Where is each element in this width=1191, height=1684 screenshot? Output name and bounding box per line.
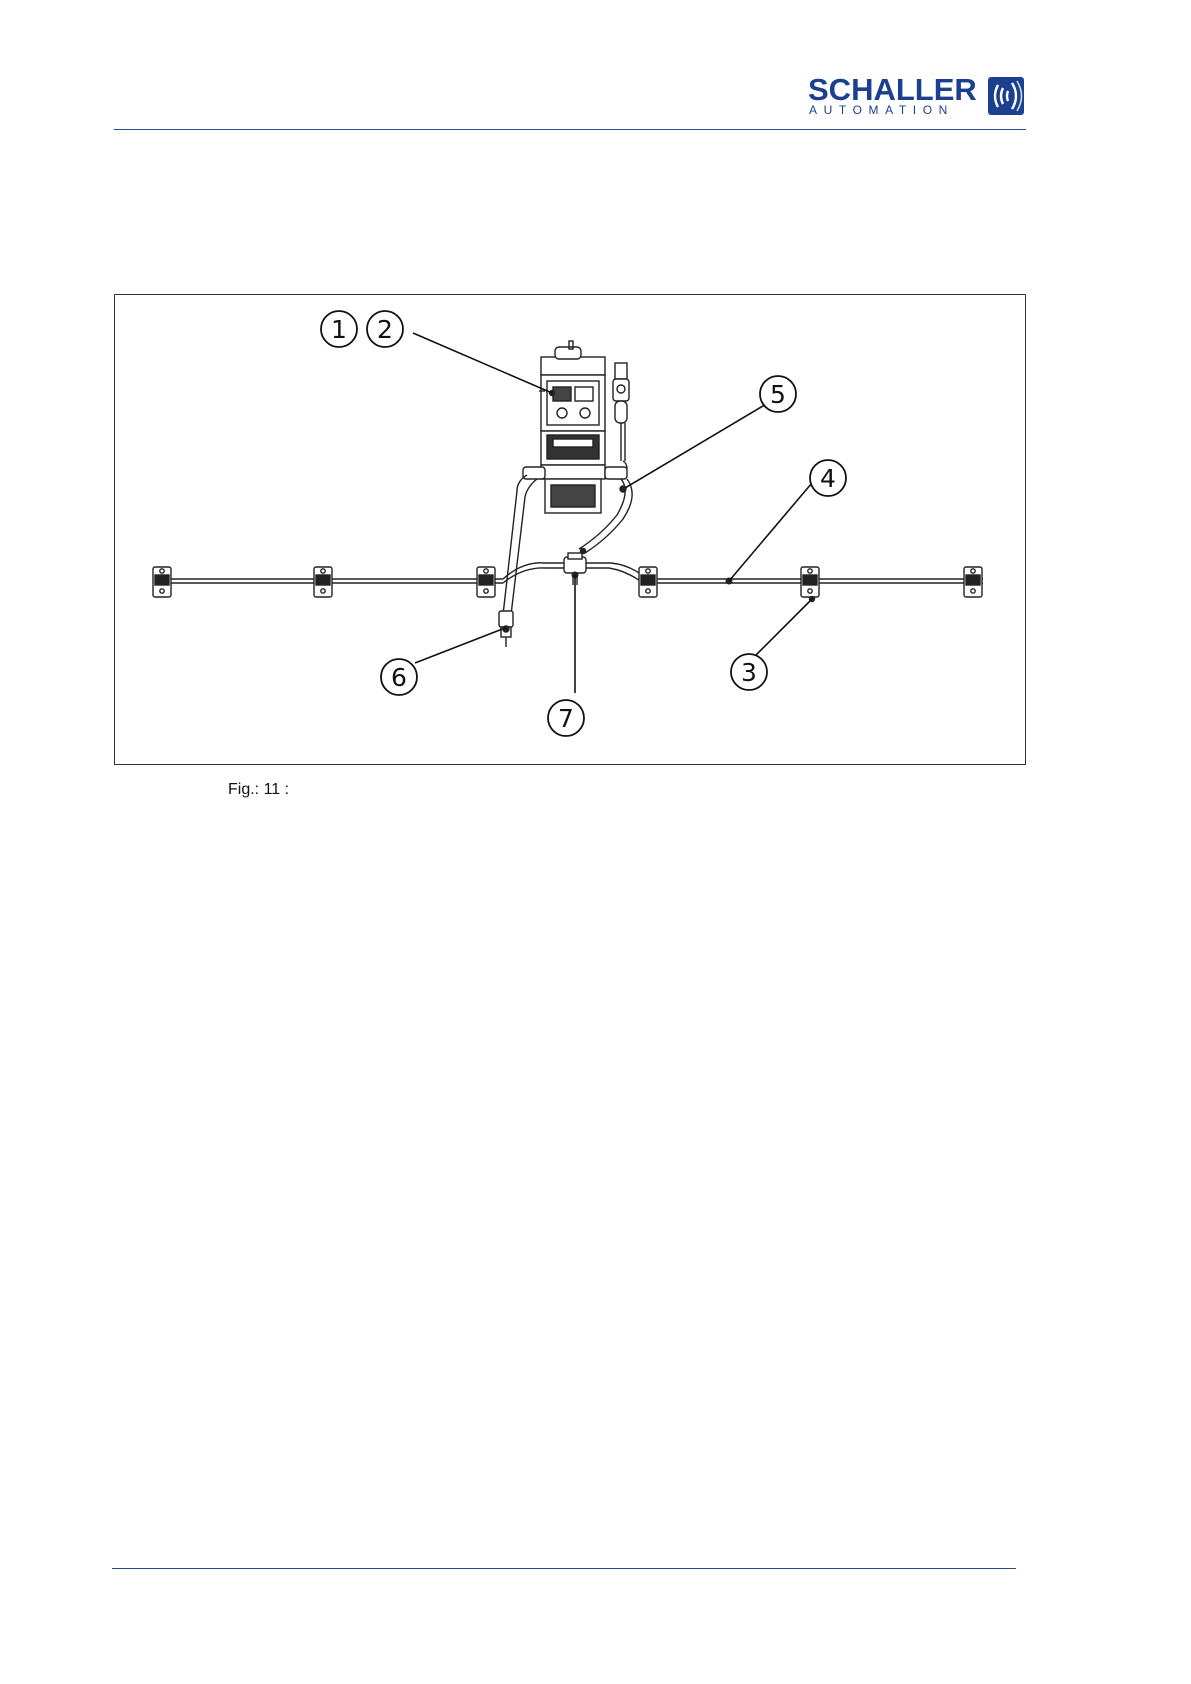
nozzle-5 xyxy=(801,567,819,597)
svg-text:1: 1 xyxy=(331,315,347,344)
nozzle-4 xyxy=(639,567,657,597)
technical-drawing: 1 2 5 4 3 6 7 xyxy=(115,295,1027,766)
svg-text:5: 5 xyxy=(770,380,786,409)
svg-text:7: 7 xyxy=(558,704,574,733)
nozzle-1 xyxy=(153,567,171,597)
callout-6: 6 xyxy=(381,659,417,695)
logo-subtitle: AUTOMATION xyxy=(809,103,954,117)
nozzle-2 xyxy=(314,567,332,597)
pump-unit xyxy=(523,341,629,513)
callout-5: 5 xyxy=(760,376,796,412)
callout-2: 2 xyxy=(367,311,403,347)
logo-wordmark: SCHALLER xyxy=(808,74,977,106)
sensor-wave-icon xyxy=(988,77,1024,115)
company-logo: SCHALLER AUTOMATION xyxy=(808,76,1026,116)
callout-4: 4 xyxy=(810,460,846,496)
svg-text:4: 4 xyxy=(820,464,836,493)
svg-text:3: 3 xyxy=(741,658,757,687)
footer-divider xyxy=(112,1568,1016,1569)
callout-7: 7 xyxy=(548,700,584,736)
nozzle-3 xyxy=(477,567,495,597)
svg-text:6: 6 xyxy=(391,663,407,692)
nozzle-6 xyxy=(964,567,982,597)
svg-text:2: 2 xyxy=(377,315,393,344)
figure-caption: Fig.: 11 : xyxy=(228,781,289,799)
callout-1: 1 xyxy=(321,311,357,347)
figure-frame: 1 2 5 4 3 6 7 xyxy=(114,294,1026,765)
header-divider xyxy=(114,129,1026,130)
callout-3: 3 xyxy=(731,654,767,690)
